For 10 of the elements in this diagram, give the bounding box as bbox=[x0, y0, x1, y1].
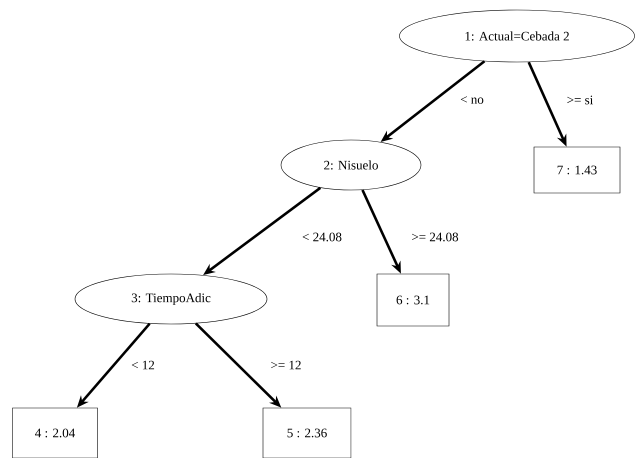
leaf-box: 6 : 3.1 bbox=[376, 274, 450, 326]
edge-label: >= si bbox=[566, 94, 594, 106]
edge-label: < no bbox=[459, 95, 485, 105]
leaf-box: 7 : 1.43 bbox=[534, 146, 620, 194]
edge-label: >= 12 bbox=[270, 360, 302, 370]
edge-label: >= 24.08 bbox=[410, 232, 460, 242]
leaf-box: 4 : 2.04 bbox=[12, 408, 98, 458]
edge-label: < 12 bbox=[130, 360, 156, 370]
leaf-box: 5 : 2.36 bbox=[262, 408, 352, 458]
edge-label: < 24.08 bbox=[301, 232, 343, 242]
